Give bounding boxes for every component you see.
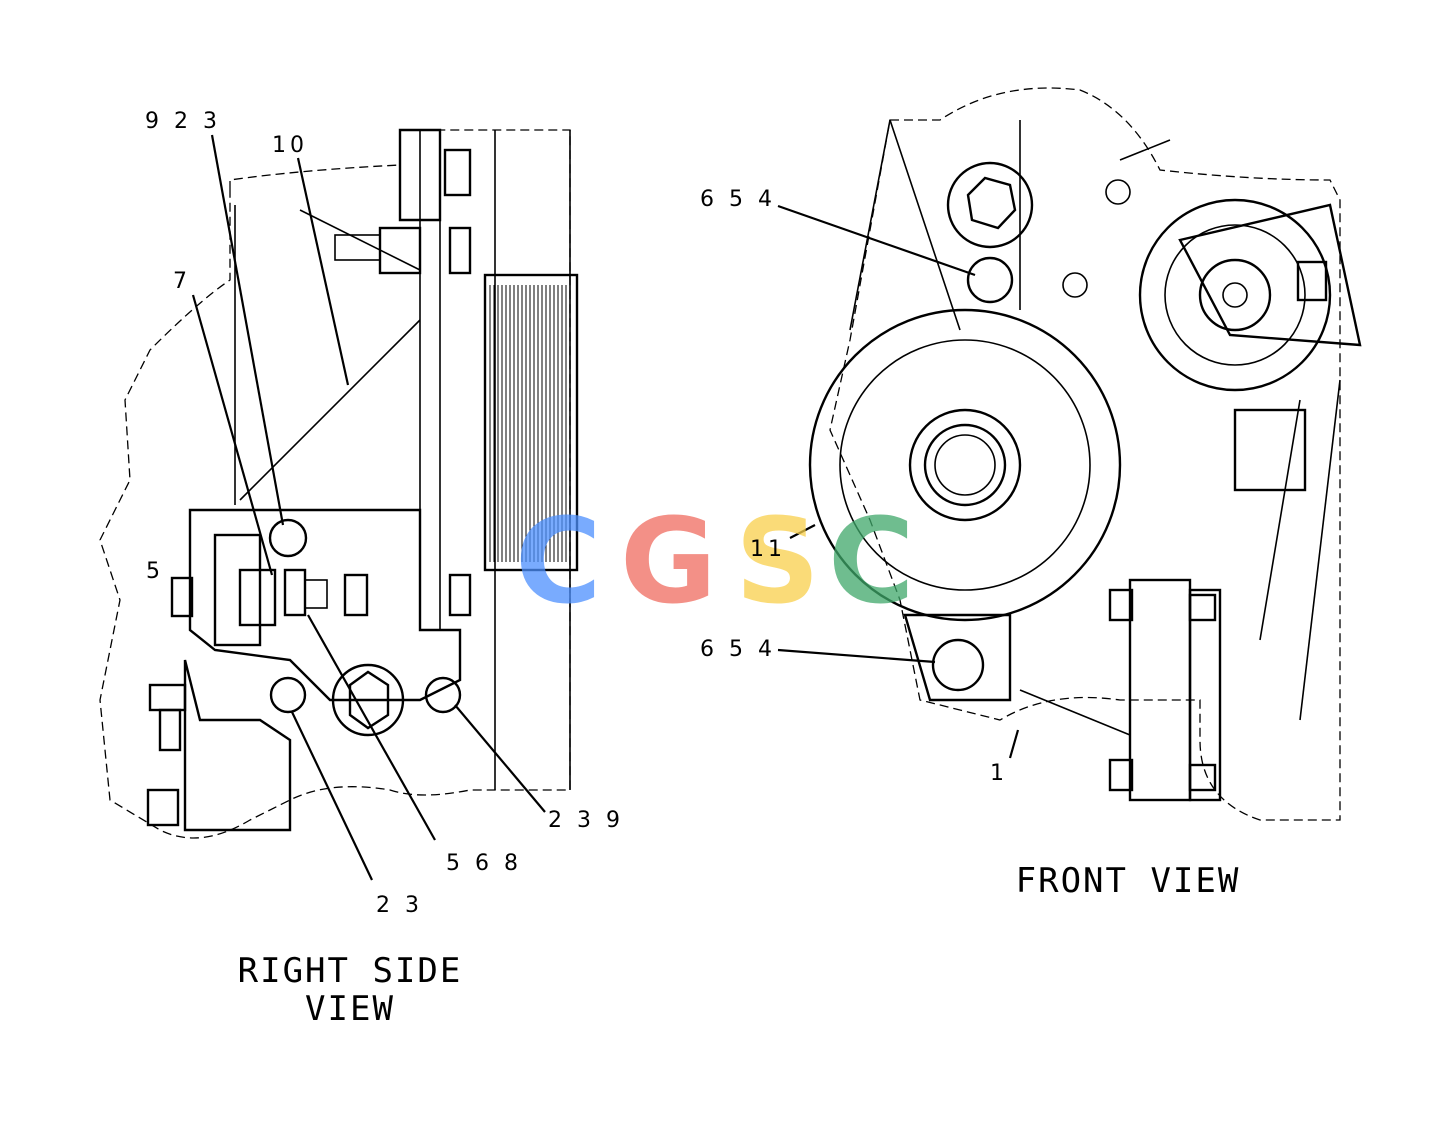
right-side-view-title-line2: VIEW [305, 989, 395, 1029]
cgsc-watermark: C G S C [515, 492, 915, 630]
callout-7: 7 [173, 269, 191, 294]
callout-23: 2 3 [376, 893, 423, 918]
watermark-letter-c2: C [828, 492, 915, 630]
watermark-letter-g: G [620, 492, 717, 630]
watermark-letter-c1: C [515, 492, 602, 630]
callout-11: 11 [750, 537, 786, 562]
watermark-letter-s: S [735, 492, 820, 630]
callout-654-bottom: 6 5 4 [700, 637, 776, 662]
callout-10: 10 [272, 133, 308, 158]
callout-568: 5 6 8 [446, 851, 522, 876]
right-side-view-title-line1: RIGHT SIDE [238, 951, 463, 991]
callout-654-top: 6 5 4 [700, 187, 776, 212]
leader-lines [191, 134, 1020, 881]
callout-239: 2 3 9 [548, 808, 624, 833]
callout-5: 5 [146, 559, 164, 584]
front-view-title: FRONT VIEW [1016, 861, 1241, 901]
front-view-drawing [808, 87, 1362, 821]
right-side-view-drawing [99, 128, 579, 839]
callout-923: 9 2 3 [145, 109, 221, 134]
callout-1: 1 [990, 761, 1008, 786]
